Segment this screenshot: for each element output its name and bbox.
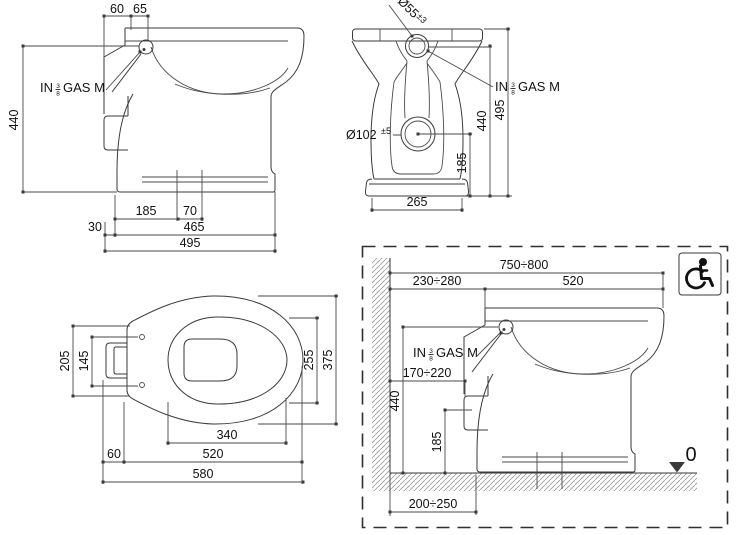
dim-label-205: 205 [58, 351, 72, 372]
hinge-bracket [105, 342, 127, 379]
installation-view: 750÷800 230÷280 520 170÷220 440 185 200÷… [361, 245, 729, 529]
dim-label-200-250: 200÷250 [409, 497, 458, 511]
trap-centerlines [176, 170, 203, 221]
wheelchair-head [699, 258, 707, 266]
flush-funnel [395, 40, 439, 119]
dim-label-265: 265 [407, 195, 428, 209]
trap-centerlines [536, 452, 563, 489]
hinge-pin-top [139, 334, 145, 340]
ground-level-triangle [669, 462, 685, 473]
rear-view: Ø55 ±3 Ø102 ±5 185 440 495 265 IN 3 8 GA… [346, 0, 560, 212]
toilet-side-body [463, 307, 665, 473]
dim-label-340: 340 [217, 428, 238, 442]
side-view: 60 65 440 185 70 30 465 495 IN 3 8 GAS M [7, 2, 305, 253]
lid-outline [126, 295, 304, 425]
dim-label-495: 495 [180, 236, 201, 250]
dim-label-185: 185 [430, 432, 444, 453]
gas-label-post: GAS M [436, 345, 478, 360]
dim-label-465: 465 [184, 220, 205, 234]
bowl-opening [183, 338, 238, 382]
dim-label-520: 520 [203, 447, 224, 461]
dim-label-440: 440 [7, 110, 21, 131]
rim-bar [352, 28, 483, 42]
extension-lines [371, 28, 512, 212]
dim-label-230-280: 230÷280 [413, 274, 462, 288]
dim-label-580: 580 [193, 467, 214, 481]
gas-inlet-label: IN 3 8 GAS M [413, 345, 478, 363]
wheelchair-body [699, 264, 714, 287]
gas-fraction-numerator: 3 [511, 82, 515, 89]
gas-fraction-denominator: 8 [511, 90, 515, 97]
body-outline-left [351, 40, 380, 180]
leader-lines [388, 4, 494, 136]
dia55-label: Ø55 ±3 [395, 0, 429, 25]
gas-fraction-numerator: 3 [56, 83, 60, 90]
gas-fraction-denominator: 8 [429, 356, 433, 363]
dim-label-520: 520 [563, 274, 584, 288]
inner-shield [389, 62, 445, 175]
dim-label-70: 70 [183, 204, 197, 218]
dimension-lines [372, 29, 509, 211]
gas-label-pre: IN [495, 79, 508, 94]
base-skirt [364, 178, 470, 197]
gas-leader-line [476, 332, 501, 357]
dashed-border [361, 245, 729, 529]
dim-label-750-800: 750÷800 [500, 258, 549, 272]
dim-label-185: 185 [136, 204, 157, 218]
gas-label-post: GAS M [63, 80, 105, 95]
wheelchair-wheel [685, 267, 706, 290]
rim-bar-dividers [379, 29, 453, 41]
dim-label-60: 60 [110, 2, 124, 16]
inlet-spigot-inner-circle [408, 37, 426, 55]
wheelchair-icon [685, 258, 714, 290]
gas-fraction-numerator: 3 [429, 348, 433, 355]
dim-label-495: 495 [493, 100, 507, 121]
dimension-lines [72, 296, 337, 483]
seat-inner-ring [167, 316, 288, 405]
dim-label-60: 60 [107, 447, 121, 461]
dim-label-30: 30 [88, 220, 102, 234]
gas-label-pre: IN [413, 345, 426, 360]
ground-level-marker: 0 [669, 444, 697, 473]
dim-label-145: 145 [77, 351, 91, 372]
inlet-spigot-outer-circle [405, 34, 429, 58]
accessibility-symbol [678, 252, 722, 296]
gas-fraction-denominator: 8 [56, 91, 60, 98]
gas-leader-line [105, 51, 141, 91]
accessibility-box [678, 252, 722, 296]
dimension-lines [390, 272, 663, 513]
dim-label-375: 375 [321, 350, 335, 371]
dim-label-440: 440 [475, 111, 489, 132]
dim-label-65: 65 [133, 2, 147, 16]
dim-label-185: 185 [455, 153, 469, 174]
extension-lines [73, 295, 338, 484]
dia102-value: Ø102 [346, 128, 377, 142]
toilet-side-body [103, 27, 305, 193]
body-outline-right [454, 40, 483, 180]
gas-label-post: GAS M [518, 79, 560, 94]
gas-inlet-label: IN 3 8 GAS M [40, 80, 105, 98]
plan-view: 205 145 255 375 340 60 520 580 [58, 294, 338, 484]
zero-label: 0 [685, 444, 696, 466]
extension-lines [23, 16, 276, 253]
gas-inlet-label: IN 3 8 GAS M [495, 79, 560, 97]
dia102-tolerance: ±5 [381, 126, 391, 136]
gas-label-pre: IN [40, 80, 53, 95]
hinge-pin-bottom [139, 382, 145, 388]
dim-label-170-220: 170÷220 [403, 366, 452, 380]
dim-label-255: 255 [302, 350, 316, 371]
dim-label-440: 440 [388, 391, 402, 412]
dimension-lines [22, 15, 275, 252]
